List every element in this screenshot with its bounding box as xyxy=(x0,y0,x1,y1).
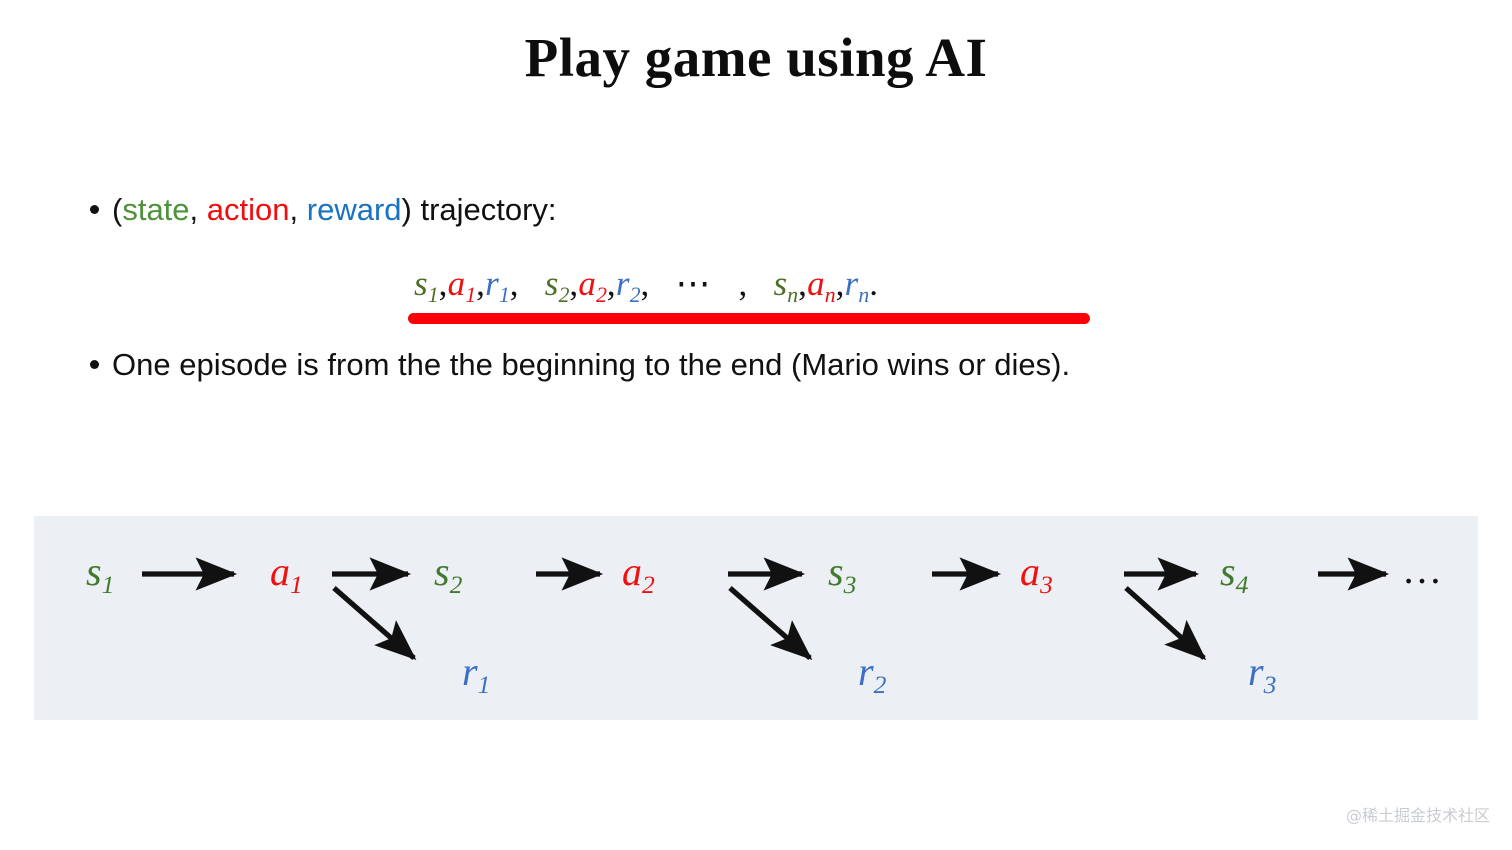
trajectory-suffix: ) trajectory: xyxy=(401,192,557,227)
paren-open: ( xyxy=(112,192,123,227)
math-comma-8: , xyxy=(798,264,808,303)
math-comma-6: , xyxy=(640,264,650,303)
math-r2: r2 xyxy=(615,264,641,307)
math-a2: a2 xyxy=(578,264,607,307)
diagram-node-s1: s1 xyxy=(86,549,115,599)
math-ellipsis: ⋯ xyxy=(675,264,713,303)
math-comma-3: , xyxy=(509,264,519,303)
math-an: an xyxy=(807,264,836,307)
diagram-node-a3: a3 xyxy=(1020,549,1053,599)
comma-1: , xyxy=(189,192,207,227)
math-s2: s2 xyxy=(544,264,570,307)
math-comma-7: , xyxy=(738,264,748,303)
bullet-item-trajectory-label: (state, action, reward) trajectory: xyxy=(112,192,557,228)
math-rn: rn xyxy=(844,264,870,307)
arrow-a3-r3 xyxy=(1124,586,1207,661)
math-s1: s1 xyxy=(414,264,439,307)
math-period: . xyxy=(869,264,879,303)
bullet-dot-icon xyxy=(90,360,99,369)
diagram-node-ellipsis: … xyxy=(1402,547,1446,592)
math-comma-9: , xyxy=(835,264,845,303)
keyword-reward: reward xyxy=(306,192,402,227)
math-comma-1: , xyxy=(438,264,448,303)
math-a1: a1 xyxy=(447,264,477,307)
diagram-node-r1: r1 xyxy=(462,649,491,699)
trajectory-diagram-panel: s1 a1 r1 s2 a2 r2 s3 a3 r3 s4 … xyxy=(34,516,1478,720)
diagram-node-a2: a2 xyxy=(622,549,655,599)
diagram-node-r3: r3 xyxy=(1248,649,1277,699)
bullet-dot-icon xyxy=(90,205,99,214)
diagram-node-s2: s2 xyxy=(434,549,463,599)
trajectory-formula: s1,a1,r1,s2,a2,r2,⋯,sn,an,rn. xyxy=(414,264,879,307)
diagram-node-s3: s3 xyxy=(828,549,857,599)
diagram-node-a1: a1 xyxy=(270,549,303,599)
arrow-a1-r1 xyxy=(332,586,417,661)
bullet-item-trajectory: (state, action, reward) trajectory: xyxy=(90,192,557,228)
math-comma-4: , xyxy=(569,264,579,303)
bullet-item-episode-label: One episode is from the the beginning to… xyxy=(112,347,1071,382)
trajectory-underline-highlight xyxy=(408,313,1090,324)
bullet-item-episode: One episode is from the the beginning to… xyxy=(90,347,1070,383)
arrow-a2-r2 xyxy=(728,586,813,661)
page-title: Play game using AI xyxy=(524,27,988,88)
keyword-action: action xyxy=(206,192,290,227)
comma-2: , xyxy=(289,192,307,227)
keyword-state: state xyxy=(122,192,190,227)
math-comma-2: , xyxy=(476,264,486,303)
diagram-node-s4: s4 xyxy=(1220,549,1249,599)
diagram-node-r2: r2 xyxy=(858,649,887,699)
math-sn: sn xyxy=(773,264,799,307)
math-comma-5: , xyxy=(606,264,616,303)
watermark-label: @稀土掘金技术社区 xyxy=(1345,806,1490,825)
math-r1: r1 xyxy=(485,264,510,307)
